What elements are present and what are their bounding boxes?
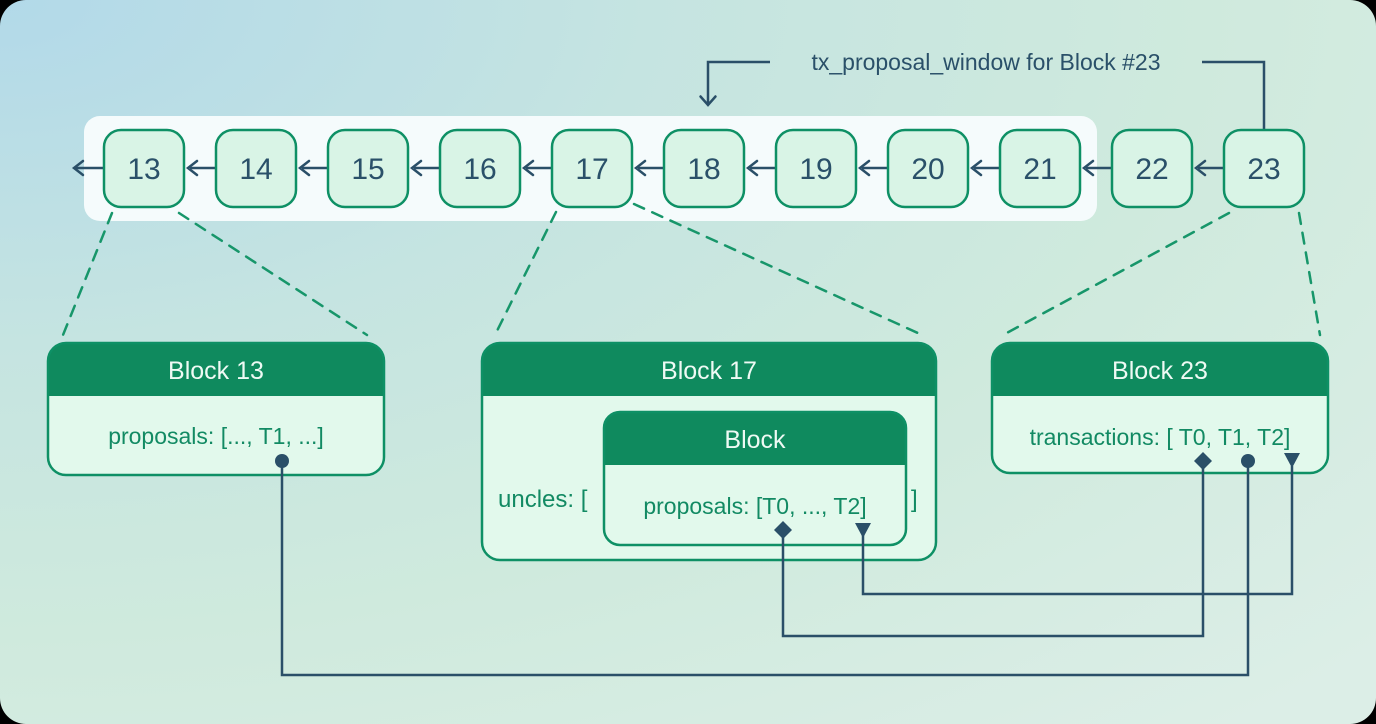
marker-t1-target-circle [1241, 454, 1255, 468]
marker-t1-source-circle [275, 454, 289, 468]
chain-block-21: 21 [998, 128, 1082, 209]
card-border [990, 341, 1330, 475]
chain-arrows [71, 159, 1224, 177]
chain-block-18: 18 [662, 128, 746, 209]
chain-block-22: 22 [1110, 128, 1194, 209]
uncles-open-bracket: uncles: [ [498, 486, 588, 513]
card-title: Block [724, 426, 786, 454]
block-box [438, 128, 522, 209]
uncle-proposals-text: proposals: [T0, ..., T2] [643, 493, 866, 519]
card-title: Block 13 [168, 357, 264, 385]
marker-t2-target-triangle [1284, 453, 1300, 468]
marker-t0-target-diamond [1194, 452, 1212, 470]
proposals-text: proposals: [..., T1, ...] [108, 423, 324, 449]
window-label-group: tx_proposal_window for Block #23 [699, 49, 1266, 129]
window-label-right-connector [1202, 60, 1266, 129]
down-arrow-icon [699, 95, 717, 107]
card-title: Block 23 [1112, 357, 1208, 385]
block-number: 17 [575, 153, 608, 186]
block-box [886, 128, 970, 209]
card-uncle-block: Block proposals: [T0, ..., T2] [602, 410, 908, 547]
connector-t2 [861, 466, 1294, 596]
marker-t2-source-triangle [855, 523, 871, 538]
uncles-close-bracket: ] [911, 486, 918, 513]
block-number: 15 [351, 153, 384, 186]
window-label-left-connector [706, 60, 770, 104]
chain-block-19: 19 [774, 128, 858, 209]
card-border [480, 341, 938, 562]
block-box [1110, 128, 1194, 209]
transactions-text: transactions: [ T0, T1, T2] [1030, 424, 1291, 450]
connector-markers [275, 452, 1300, 539]
zoom-guide-lines [61, 202, 1322, 337]
chain-block-23: 23 [1222, 128, 1306, 209]
block-number: 22 [1135, 153, 1168, 186]
window-label: tx_proposal_window for Block #23 [811, 49, 1160, 75]
card-header [482, 343, 936, 396]
block-number: 13 [127, 153, 160, 186]
block-box [550, 128, 634, 209]
connector-t1 [280, 465, 1250, 677]
block-number: 18 [687, 153, 720, 186]
block-number: 23 [1247, 153, 1280, 186]
card-border [46, 341, 386, 477]
block-box [998, 128, 1082, 209]
block-number: 14 [239, 153, 272, 186]
chain-block-13: 13 [102, 128, 186, 209]
block-number: 20 [911, 153, 944, 186]
block-box [102, 128, 186, 209]
chain-block-16: 16 [438, 128, 522, 209]
card-title: Block 17 [661, 357, 757, 385]
block-number: 19 [799, 153, 832, 186]
block-box [214, 128, 298, 209]
block-box [326, 128, 410, 209]
card-block-13: Block 13 proposals: [..., T1, ...] [46, 341, 386, 477]
block-number: 16 [463, 153, 496, 186]
card-block-23: Block 23 transactions: [ T0, T1, T2] [990, 341, 1330, 475]
left-arrowheads-icon [185, 159, 1207, 177]
card-block-17: Block 17 uncles: [ ] Block proposals: [T… [480, 341, 938, 562]
card-header [48, 343, 384, 396]
chain-block-17: 17 [550, 128, 634, 209]
block-box [662, 128, 746, 209]
block-number: 21 [1023, 153, 1056, 186]
block-box [1222, 128, 1306, 209]
chain-block-14: 14 [214, 128, 298, 209]
card-border [602, 410, 908, 547]
card-header [992, 343, 1328, 396]
chain-block-15: 15 [326, 128, 410, 209]
connector-t0 [781, 467, 1205, 638]
chain-block-20: 20 [886, 128, 970, 209]
left-arrow-icon [71, 159, 85, 177]
card-header [604, 412, 906, 465]
marker-t0-source-diamond [774, 521, 792, 539]
block-box [774, 128, 858, 209]
transaction-connectors [280, 465, 1294, 677]
